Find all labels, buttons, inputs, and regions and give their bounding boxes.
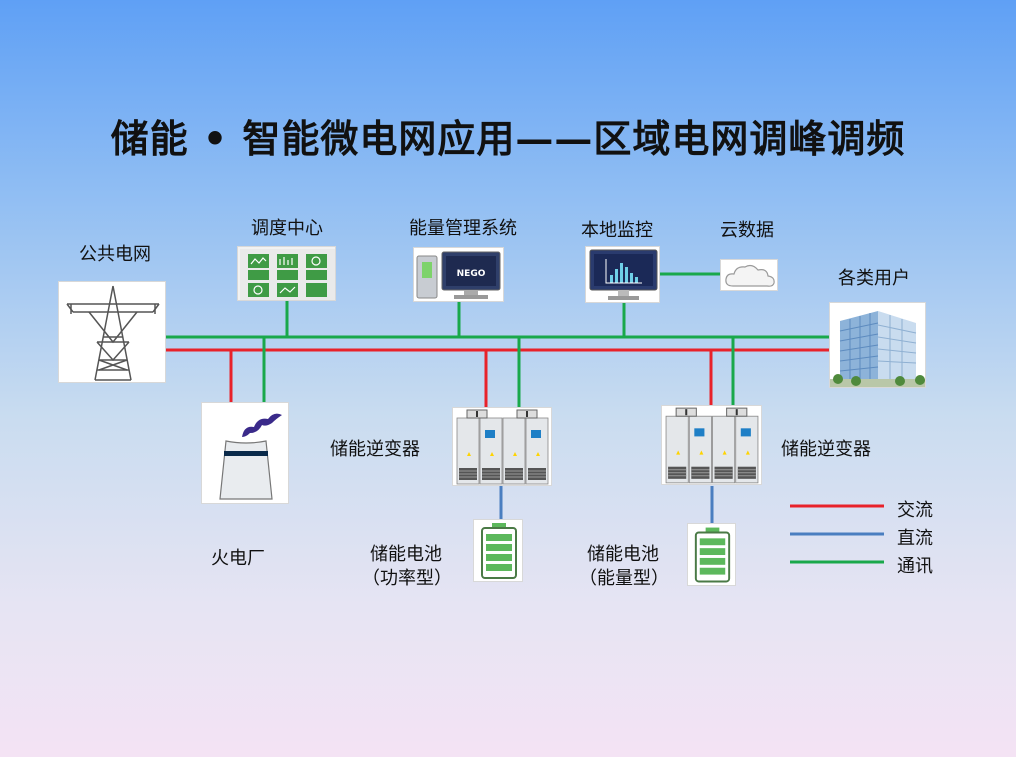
legend-comm-label: 通讯 xyxy=(897,556,933,577)
local-monitor-label: 本地监控 xyxy=(581,220,653,241)
cloud-icon xyxy=(720,259,778,291)
monitor-icon xyxy=(585,246,660,303)
battery-energy-label-1: 储能电池 xyxy=(587,544,659,565)
power-plant-icon xyxy=(201,402,289,504)
ems-computer-icon: NEGO xyxy=(413,247,504,302)
legend-dc-label: 直流 xyxy=(897,528,933,549)
cloud-data-label: 云数据 xyxy=(720,220,774,241)
battery-energy-icon xyxy=(687,523,736,586)
ems-label: 能量管理系统 xyxy=(409,218,517,239)
battery-power-label-2: （功率型） xyxy=(362,568,452,589)
ems-screen-brand: NEGO xyxy=(457,269,486,279)
battery-power-icon xyxy=(473,519,523,582)
inverter-left-label: 储能逆变器 xyxy=(330,439,420,460)
users-label: 各类用户 xyxy=(838,268,910,289)
legend-ac-label: 交流 xyxy=(897,500,933,521)
page-title: 储能 • 智能微电网应用——区域电网调峰调频 xyxy=(110,116,906,161)
battery-energy-label-2: （能量型） xyxy=(579,568,669,589)
thermal-plant-label: 火电厂 xyxy=(211,548,265,569)
public-grid-label: 公共电网 xyxy=(79,244,151,265)
building-icon xyxy=(829,302,926,388)
inverter-cabinet-icon xyxy=(452,407,552,486)
dispatch-screen-icon xyxy=(237,246,336,301)
battery-power-label-1: 储能电池 xyxy=(370,544,442,565)
dispatch-center-label: 调度中心 xyxy=(251,218,323,239)
power-tower-icon xyxy=(58,281,166,383)
inverter-cabinet-right-icon xyxy=(661,405,762,485)
inverter-right-label: 储能逆变器 xyxy=(781,439,871,460)
